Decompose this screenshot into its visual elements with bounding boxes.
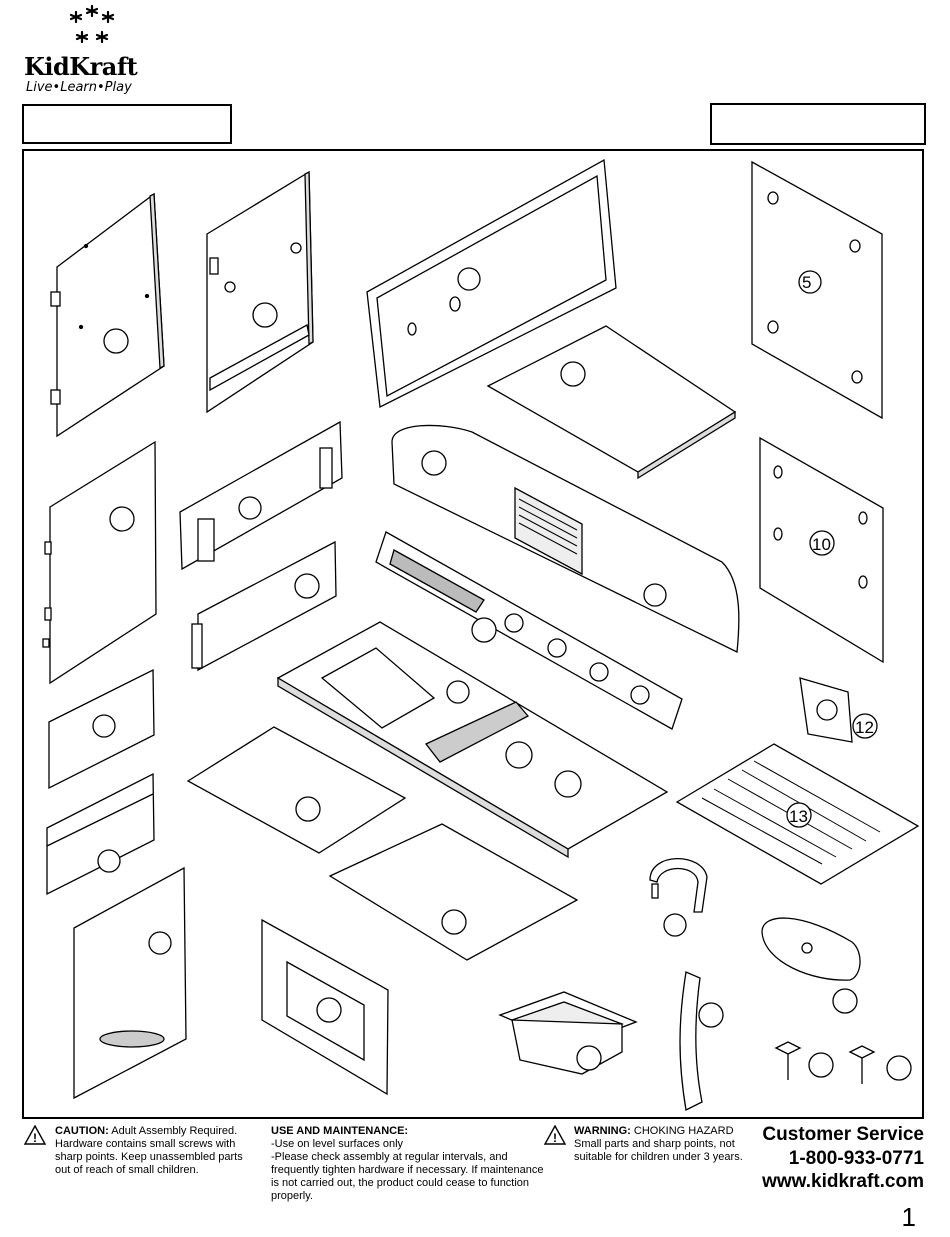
part-bolts	[774, 1041, 912, 1084]
part-rail-1	[179, 420, 343, 571]
kidkraft-logo: KidKraft Live•Learn•Play	[20, 2, 150, 100]
part-handle	[679, 971, 724, 1111]
part-12-knob-plate	[799, 677, 878, 743]
parts-diagram: 5 10 12 13	[42, 158, 920, 1111]
caution-warning-icon: !	[24, 1125, 46, 1145]
caution-line-4: out of reach of small children.	[55, 1164, 199, 1176]
warning-block: WARNING: CHOKING HAZARD Small parts and …	[574, 1125, 759, 1164]
svg-text:!: !	[553, 1131, 557, 1145]
part-countertop	[276, 621, 669, 859]
part-shelf-3	[328, 823, 579, 961]
part-side-panel-1	[50, 192, 165, 438]
part-10-panel	[759, 436, 884, 664]
part-door-1	[73, 866, 187, 1100]
caution-line-3: sharp points. Keep unassembled parts	[55, 1151, 243, 1163]
part-13-grate	[675, 743, 920, 885]
part-rail-3	[48, 668, 155, 790]
part-rail-2	[191, 540, 337, 672]
customer-service-website[interactable]: www.kidkraft.com	[762, 1171, 924, 1192]
customer-service-phone: 1-800-933-0771	[788, 1148, 924, 1169]
part-5-panel	[751, 160, 883, 420]
part-label-10: 10	[812, 535, 831, 554]
stars-icon	[69, 4, 115, 44]
part-shelf-2	[186, 726, 407, 854]
customer-service-title: Customer Service	[762, 1124, 924, 1145]
use-title: USE AND MAINTENANCE:	[271, 1125, 409, 1137]
use-line-3: frequently tighten hardware if necessary…	[271, 1164, 544, 1176]
use-line-1: -Use on level surfaces only	[271, 1138, 404, 1150]
part-side-panel-3	[42, 440, 157, 685]
caution-line-2: Hardware contains small screws with	[55, 1138, 236, 1150]
choking-warning-icon: !	[544, 1125, 566, 1145]
part-sink-basin	[498, 991, 638, 1075]
caution-block: CAUTION: Adult Assembly Required. Hardwa…	[55, 1125, 265, 1177]
caution-label: CAUTION:	[55, 1125, 109, 1137]
use-line-2: -Please check assembly at regular interv…	[271, 1151, 508, 1163]
caution-text: Adult Assembly Required.	[111, 1125, 238, 1137]
part-faucet	[649, 858, 708, 937]
warning-label: WARNING:	[574, 1125, 631, 1137]
warning-line-3: suitable for children under 3 years.	[574, 1151, 743, 1163]
warning-text: CHOKING HAZARD	[633, 1125, 734, 1137]
part-back-frame	[366, 158, 617, 409]
part-rail-4	[46, 772, 155, 896]
use-maintenance-block: USE AND MAINTENANCE: -Use on level surfa…	[271, 1125, 571, 1203]
part-side-panel-2	[206, 170, 314, 414]
header-box-left	[22, 104, 232, 144]
part-shelf-1	[486, 325, 737, 480]
part-label-13: 13	[789, 807, 808, 826]
use-line-5: properly.	[271, 1190, 313, 1202]
part-label-12: 12	[855, 718, 874, 737]
header-box-right	[710, 103, 926, 145]
svg-text:!: !	[33, 1131, 37, 1145]
part-control-strip	[375, 531, 683, 730]
part-door-2	[261, 918, 389, 1096]
part-hood	[391, 424, 740, 653]
brand-tagline: Live•Learn•Play	[26, 80, 132, 95]
warning-line-2: Small parts and sharp points, not	[574, 1138, 735, 1150]
brand-name: KidKraft	[24, 52, 138, 81]
use-line-4: is not carried out, the product could ce…	[271, 1177, 530, 1189]
part-knob-base	[761, 917, 861, 1014]
page-number: 1	[901, 1202, 916, 1232]
part-label-5: 5	[802, 273, 811, 292]
parts-diagram-frame: 5 10 12 13	[22, 149, 924, 1119]
